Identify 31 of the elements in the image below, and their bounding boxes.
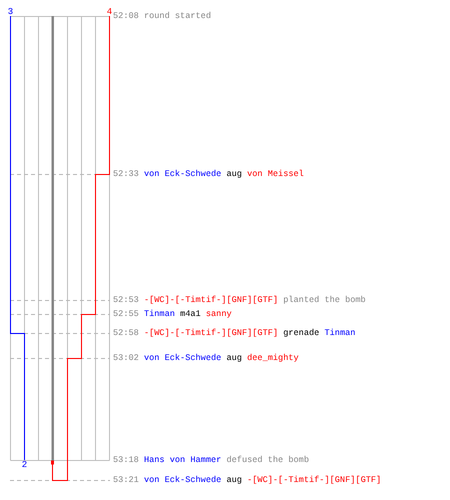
- timestamp: 52:58: [113, 328, 139, 338]
- timestamp: 53:02: [113, 353, 139, 363]
- timestamp: 52:33: [113, 169, 139, 179]
- weapon-name: aug: [226, 169, 242, 179]
- player-count-number: 2: [22, 460, 28, 470]
- player-name: Tinman: [144, 309, 175, 319]
- player-count-number: 3: [8, 6, 14, 16]
- weapon-name: m4a1: [180, 309, 201, 319]
- player-name: Tinman: [324, 328, 356, 338]
- timestamp: 52:55: [113, 309, 139, 319]
- player-name: -[WC]-[-Timtif-][GNF][GTF]: [247, 475, 382, 485]
- player-name: von Eck-Schwede: [144, 169, 222, 179]
- player-name: von Meissel: [247, 169, 304, 179]
- event-text: round started: [144, 11, 211, 21]
- player-name: von Eck-Schwede: [144, 353, 222, 363]
- player-name: sanny: [206, 309, 232, 319]
- player-name: Hans von Hammer: [144, 455, 222, 465]
- timestamp: 53:18: [113, 455, 139, 465]
- player-name: -[WC]-[-Timtif-][GNF][GTF]: [144, 328, 278, 338]
- player-name: -[WC]-[-Timtif-][GNF][GTF]: [144, 295, 278, 305]
- player-name: dee_mighty: [247, 353, 299, 363]
- event-text: defused the bomb: [226, 455, 309, 465]
- timestamp: 52:08: [113, 11, 139, 21]
- weapon-name: aug: [226, 475, 242, 485]
- player-name: von Eck-Schwede: [144, 475, 222, 485]
- timestamp: 53:21: [113, 475, 139, 485]
- event-text: planted the bomb: [283, 295, 366, 305]
- weapon-name: aug: [226, 353, 242, 363]
- weapon-name: grenade: [283, 328, 320, 338]
- player-count-number: 4: [106, 6, 112, 16]
- timestamp: 52:53: [113, 295, 139, 305]
